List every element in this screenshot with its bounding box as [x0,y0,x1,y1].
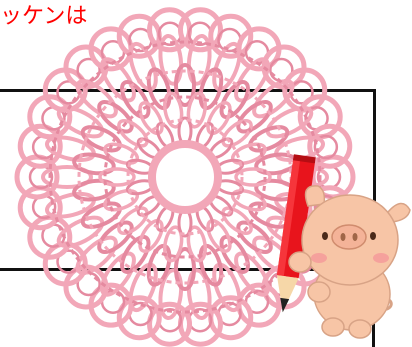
pig-mascot-icon [288,185,411,339]
lace-doily-icon [14,7,356,347]
caption-text: ッケンは [0,4,88,29]
pencil-icon [276,154,316,313]
frame-border [0,89,376,271]
